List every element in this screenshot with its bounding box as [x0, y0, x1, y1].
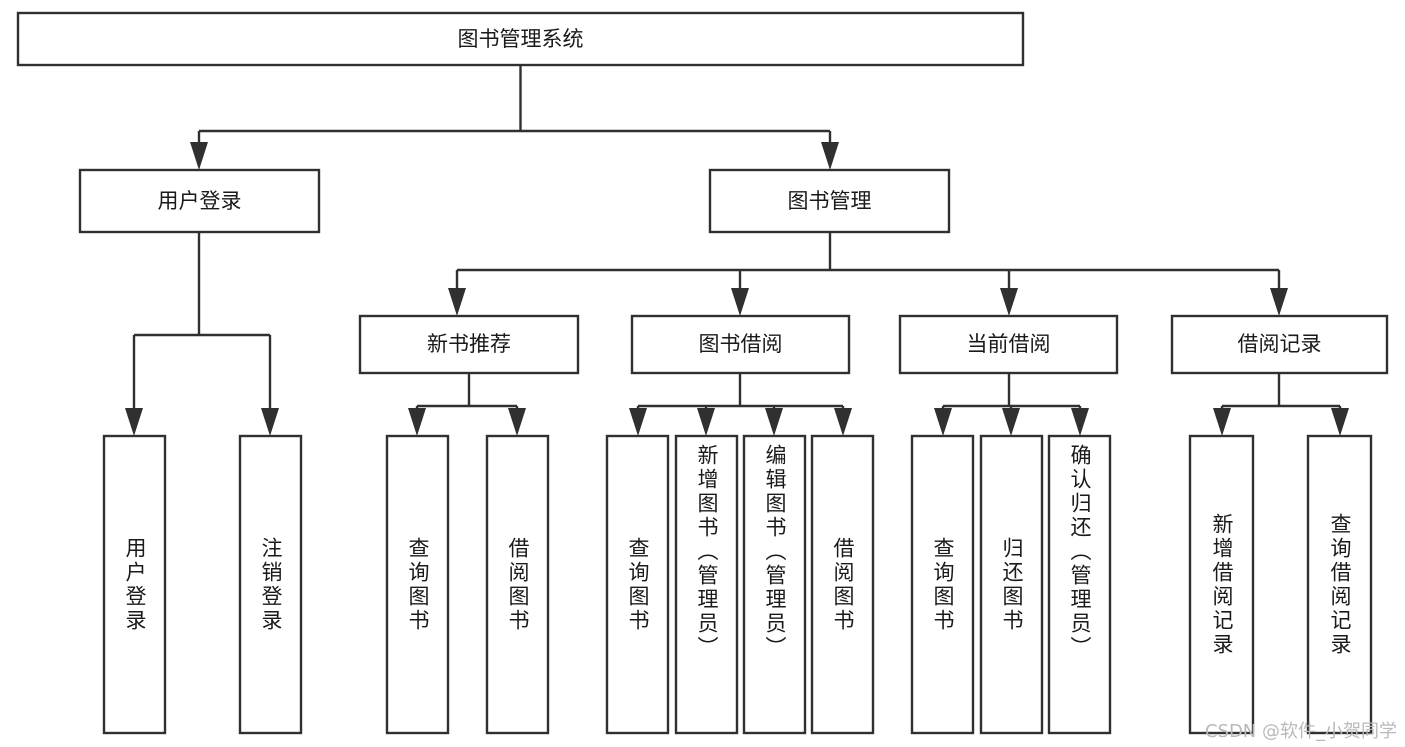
- node-leaf-br-0-box[interactable]: [1188, 434, 1255, 735]
- node-borrow-record-box[interactable]: [1170, 314, 1389, 375]
- node-book-borrow-box[interactable]: [630, 314, 851, 375]
- node-leaf-cb-2-box[interactable]: [1047, 434, 1112, 735]
- node-leaf-bb-0-box[interactable]: [605, 434, 670, 735]
- node-user-login-label: 用户登录: [158, 189, 242, 213]
- node-leaf-br-1-box[interactable]: [1306, 434, 1373, 735]
- node-borrow-record-label: 借阅记录: [1238, 332, 1322, 356]
- node-leaf-bb-1-box[interactable]: [674, 434, 739, 735]
- node-leaf-cb-1-box[interactable]: [979, 434, 1044, 735]
- node-leaf-nbr-1-box[interactable]: [485, 434, 550, 735]
- arrow-leaf-cb-1: [1002, 408, 1020, 436]
- arrow-leaf-nbr-1: [508, 408, 526, 436]
- arrow-to-user-login: [190, 142, 208, 170]
- arrow-leaf-br-1: [1331, 408, 1349, 436]
- node-leaf-user-login-0-box[interactable]: [102, 434, 167, 735]
- node-root-box[interactable]: [16, 11, 1025, 67]
- node-leaf-cb-0-box[interactable]: [910, 434, 975, 735]
- arrow-leaf-nbr-0: [408, 408, 426, 436]
- arrow-leaf-bb-0: [629, 408, 647, 436]
- arrow-to-borrow-record: [1270, 288, 1288, 316]
- arrow-leaf-user-login-0: [125, 408, 143, 436]
- arrow-to-book-mgmt: [821, 142, 839, 170]
- node-root-label: 图书管理系统: [458, 27, 584, 51]
- node-leaf-bb-3-box[interactable]: [810, 434, 875, 735]
- node-current-borrow-label: 当前借阅: [967, 332, 1051, 356]
- node-leaf-nbr-0-box[interactable]: [385, 434, 450, 735]
- arrow-leaf-user-login-1: [261, 408, 279, 436]
- node-current-borrow-box[interactable]: [898, 314, 1119, 375]
- node-book-borrow-label: 图书借阅: [699, 332, 783, 356]
- arrow-to-book-borrow: [731, 288, 749, 316]
- arrow-to-new-book-recommend: [448, 288, 466, 316]
- arrow-leaf-cb-0: [934, 408, 952, 436]
- node-leaf-user-login-1-box[interactable]: [238, 434, 303, 735]
- arrow-leaf-bb-2: [765, 408, 783, 436]
- node-new-book-recommend-box[interactable]: [358, 314, 580, 375]
- arrow-leaf-bb-3: [834, 408, 852, 436]
- arrow-leaf-bb-1: [697, 408, 715, 436]
- node-leaf-bb-2-box[interactable]: [742, 434, 807, 735]
- node-book-management-box[interactable]: [708, 168, 951, 234]
- node-new-book-recommend-label: 新书推荐: [427, 332, 511, 356]
- node-user-login-box[interactable]: [78, 168, 321, 234]
- node-book-management-label: 图书管理: [788, 189, 872, 213]
- arrow-to-current-borrow: [1000, 288, 1018, 316]
- arrow-leaf-br-0: [1213, 408, 1231, 436]
- arrow-leaf-cb-2: [1071, 408, 1089, 436]
